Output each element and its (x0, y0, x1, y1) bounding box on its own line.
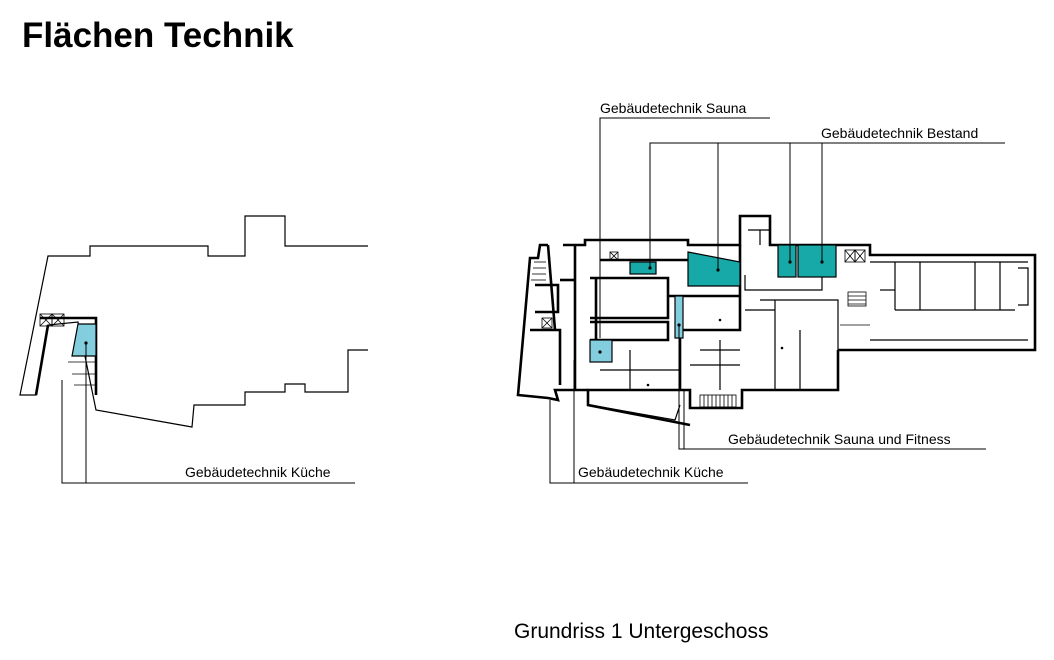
leader-bestand (649, 142, 1005, 268)
right-plan-shafts (541, 249, 866, 329)
technik-sauna-area (629, 261, 657, 275)
right-plan-outline (589, 404, 681, 421)
right-plan-outer-wall (586, 350, 840, 427)
left-plan-outline (19, 215, 368, 428)
technik-bestand-area-1 (687, 251, 741, 287)
leader-kueche-right-2 (549, 400, 574, 484)
label-gebaeudetechnik-bestand: Gebäudetechnik Bestand (821, 125, 978, 141)
right-plan-east-wing (840, 261, 1029, 341)
right-plan-outer-wall (563, 214, 1037, 352)
technik-bestand-area-2 (777, 244, 797, 278)
left-technik-kueche-area (71, 323, 97, 357)
left-floor-plan: Gebäudetechnik Küche (19, 215, 368, 484)
right-floor-plan: Gebäudetechnik Sauna Gebäudetechnik Best… (516, 100, 1037, 484)
plan-marker (780, 346, 784, 350)
left-leader-kueche-2 (61, 380, 86, 484)
page-title: Flächen Technik (22, 16, 294, 55)
plan-caption: Grundriss 1 Untergeschoss (514, 620, 768, 643)
left-plan-shaft (39, 313, 65, 327)
technik-kueche-marker (598, 350, 602, 354)
right-plan-outer-wall (546, 244, 557, 331)
plan-marker (718, 318, 722, 322)
leader-sauna (599, 117, 770, 338)
label-gebaeudetechnik-kueche-left: Gebäudetechnik Küche (185, 464, 331, 480)
leader-sauna-fitness (678, 325, 986, 450)
left-plan-wall (40, 316, 98, 395)
label-gebaeudetechnik-kueche-right: Gebäudetechnik Küche (578, 464, 724, 480)
technik-bestand-area-3 (797, 244, 837, 278)
plan-marker (646, 383, 650, 387)
right-plan-outer-wall (516, 243, 588, 402)
label-gebaeudetechnik-sauna-fitness: Gebäudetechnik Sauna und Fitness (728, 431, 951, 447)
right-plan-stairs (531, 261, 867, 408)
label-gebaeudetechnik-sauna: Gebäudetechnik Sauna (600, 100, 747, 116)
left-plan-wall (34, 324, 50, 396)
left-leader-kueche (85, 343, 355, 484)
